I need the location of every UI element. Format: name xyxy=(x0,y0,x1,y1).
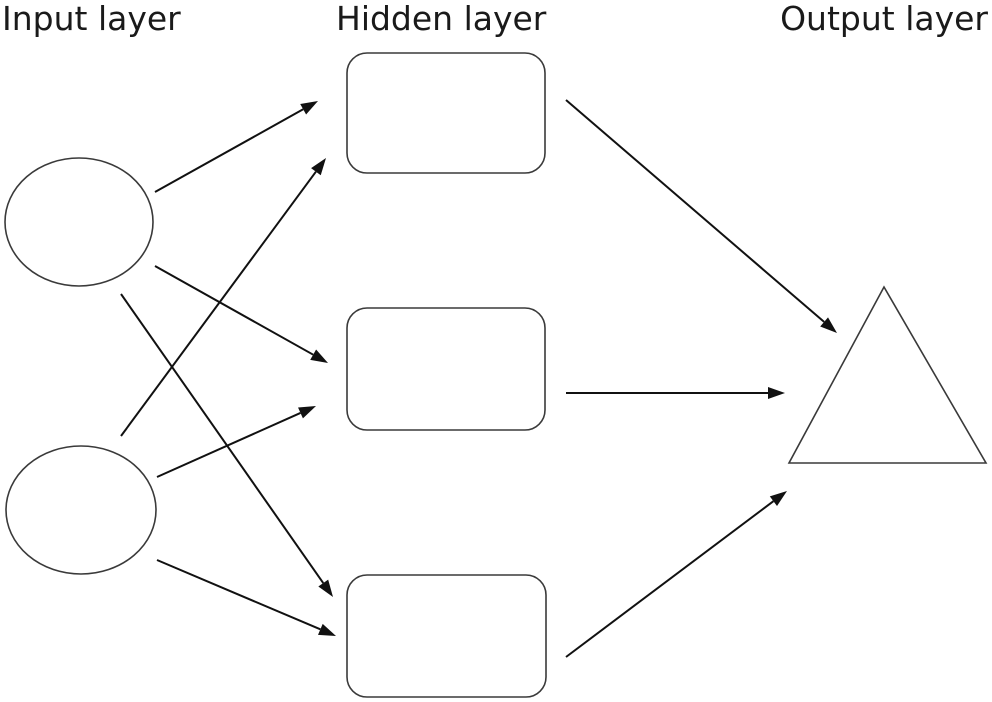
edge-line xyxy=(156,559,321,631)
edge-line xyxy=(154,108,304,193)
edge-line xyxy=(154,265,314,356)
edge-line xyxy=(120,171,317,437)
edge-input-2-to-hidden-1 xyxy=(120,158,326,437)
edge-hidden-2-to-output-1 xyxy=(566,387,785,399)
edge-line xyxy=(156,412,301,478)
edge-input-1-to-hidden-1 xyxy=(154,101,318,193)
arrowhead-icon xyxy=(310,349,328,363)
arrowhead-icon xyxy=(820,317,837,333)
edge-line xyxy=(565,500,775,658)
edge-input-2-to-hidden-3 xyxy=(156,559,336,636)
edge-line xyxy=(120,293,325,584)
input-node-2 xyxy=(5,445,157,575)
hidden-node-3 xyxy=(346,574,547,698)
input-layer-title: Input layer xyxy=(2,0,181,38)
hidden-layer-title: Hidden layer xyxy=(336,0,547,38)
arrowhead-icon xyxy=(768,387,785,399)
arrowhead-icon xyxy=(298,406,316,419)
hidden-node-2 xyxy=(346,307,546,431)
edge-hidden-3-to-output-1 xyxy=(565,491,787,658)
arrowhead-icon xyxy=(311,158,326,176)
edge-hidden-1-to-output-1 xyxy=(565,99,837,333)
arrowhead-icon xyxy=(769,491,787,507)
edge-input-1-to-hidden-2 xyxy=(154,265,328,363)
arrowhead-icon xyxy=(318,623,336,636)
connections xyxy=(120,99,837,658)
arrowhead-icon xyxy=(300,101,318,115)
edge-input-2-to-hidden-2 xyxy=(156,406,316,478)
arrowhead-icon xyxy=(318,579,333,597)
input-node-1 xyxy=(4,157,154,287)
edge-line xyxy=(565,99,825,323)
output-node-1 xyxy=(787,285,988,464)
hidden-node-1 xyxy=(346,52,546,174)
output-layer-title: Output layer xyxy=(780,0,988,38)
edge-input-1-to-hidden-3 xyxy=(120,293,333,597)
